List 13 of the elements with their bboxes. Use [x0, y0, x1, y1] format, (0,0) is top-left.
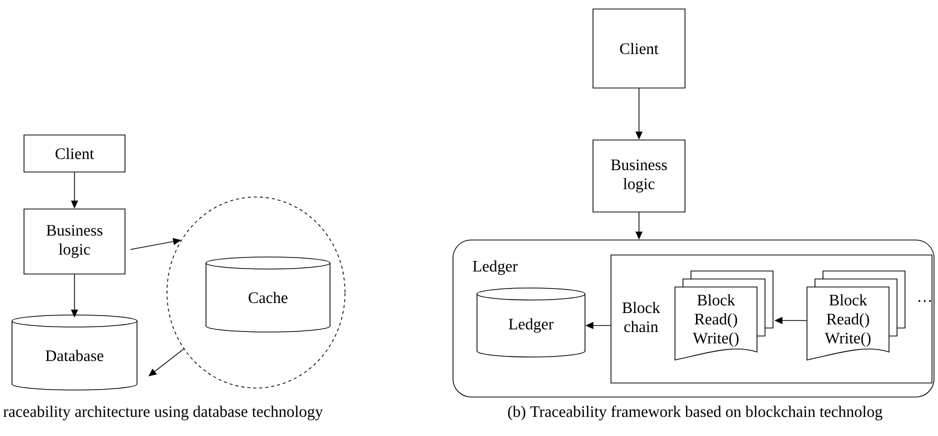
ellipsis-text: … — [918, 300, 932, 302]
database-cylinder: Cache — [206, 256, 330, 332]
process-box: Client — [592, 8, 686, 88]
database-cylinder: Ledger — [476, 288, 586, 358]
caption: raceability architecture using database technology — [3, 406, 323, 420]
dashed-circle — [166, 196, 346, 388]
database-cylinder: Database — [12, 314, 138, 390]
process-box: Business logic — [592, 140, 686, 212]
process-box: Business logic — [24, 208, 126, 274]
document-stack: Block Read() Write() — [674, 270, 774, 360]
process-box: Client — [24, 134, 126, 172]
caption: (b) Traceability framework based on blockchain technolog — [508, 406, 882, 420]
document-stack: Block Read() Write() — [806, 270, 906, 360]
